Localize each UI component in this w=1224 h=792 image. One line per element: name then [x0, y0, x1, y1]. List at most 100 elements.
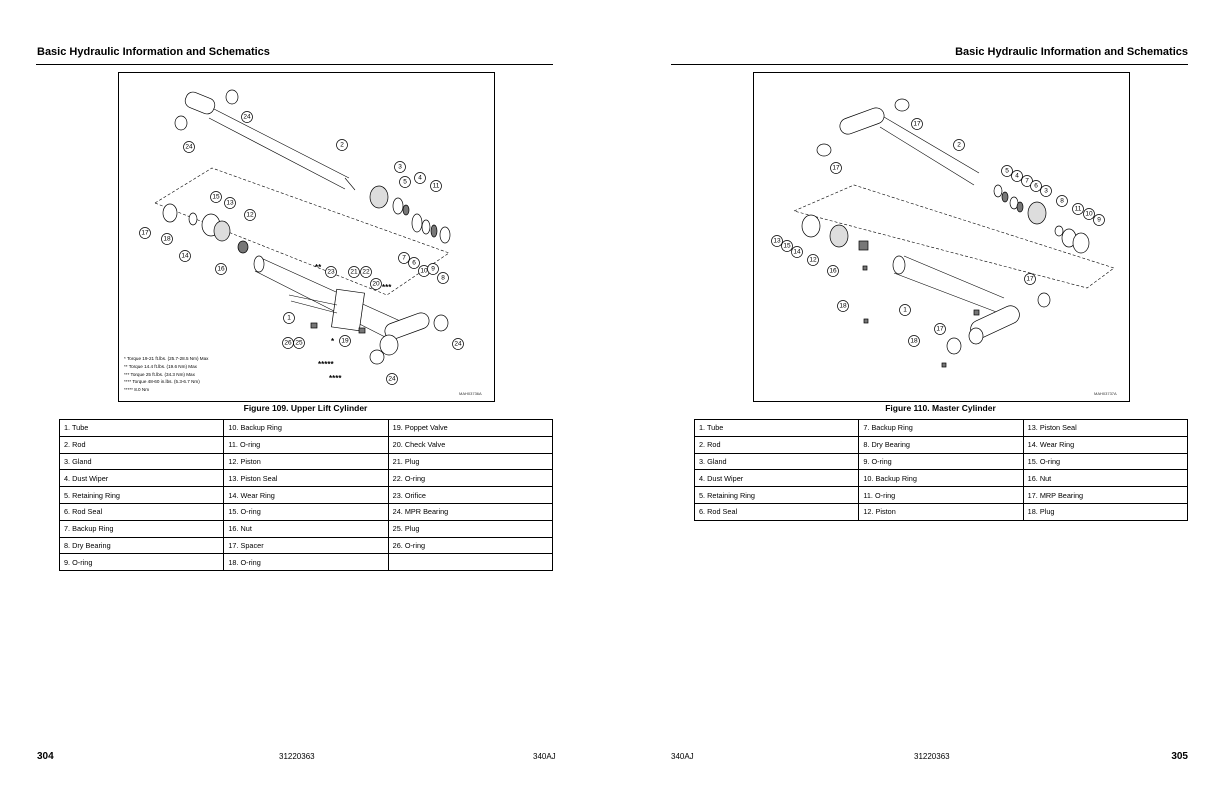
- callout: 22: [360, 266, 372, 278]
- torque-note: **** Torque 48-60 in.lbs. (5.3-6.7 Nm): [124, 379, 200, 385]
- svg-text:19: 19: [341, 338, 349, 345]
- table-cell: 8. Dry Bearing: [58, 536, 225, 555]
- svg-text:8: 8: [441, 275, 445, 282]
- svg-text:5: 5: [1005, 168, 1009, 175]
- table-cell: 10. Backup Ring: [858, 469, 1024, 488]
- table-cell: 17. MRP Bearing: [1022, 486, 1189, 504]
- master-cylinder-diagram: 17 17 2 5 4 7 6 3 8 11 10 9 13 15 14 12 …: [771, 98, 1115, 368]
- torque-marker: **: [315, 263, 322, 272]
- svg-text:2: 2: [340, 142, 344, 149]
- svg-text:10: 10: [420, 268, 428, 275]
- svg-text:13: 13: [226, 200, 234, 207]
- callout: 3: [394, 161, 406, 173]
- figure-caption: Figure 110. Master Cylinder: [885, 403, 996, 413]
- table-cell: 15. O-ring: [223, 502, 389, 521]
- svg-text:9: 9: [431, 266, 435, 273]
- table-cell: 3. Gland: [693, 452, 860, 471]
- callout: 6: [1030, 180, 1042, 192]
- callout: 8: [1056, 195, 1068, 207]
- callout: 11: [1072, 203, 1084, 215]
- table-cell: 7. Backup Ring: [858, 419, 1024, 437]
- table-cell: 16. Nut: [1022, 469, 1189, 488]
- torque-marker: ****: [329, 374, 342, 383]
- table-cell: 6. Rod Seal: [58, 502, 225, 521]
- callout: 20: [370, 278, 382, 290]
- callout: 7: [398, 252, 410, 264]
- table-cell: 16. Nut: [223, 519, 389, 538]
- callout: 2: [336, 139, 348, 151]
- callout: 24: [183, 141, 195, 153]
- svg-text:22: 22: [362, 269, 370, 276]
- callout: 6: [408, 257, 420, 269]
- callout: 12: [807, 254, 819, 266]
- table-cell: 19. Poppet Valve: [387, 419, 554, 437]
- table-cell: 3. Gland: [58, 452, 225, 471]
- callout: 8: [437, 272, 449, 284]
- table-cell: 15. O-ring: [1022, 452, 1189, 471]
- svg-text:4: 4: [418, 175, 422, 182]
- table-cell: 25. Plug: [387, 519, 554, 538]
- table-cell: 5. Retaining Ring: [693, 486, 860, 504]
- callout: 13: [771, 235, 783, 247]
- document-number: 31220363: [914, 752, 950, 761]
- callout: 24: [452, 338, 464, 350]
- svg-text:6: 6: [1034, 183, 1038, 190]
- table-cell: 26. O-ring: [387, 536, 554, 555]
- torque-marker: ***: [382, 283, 392, 292]
- svg-text:15: 15: [212, 194, 220, 201]
- table-cell: 2. Rod: [58, 435, 225, 454]
- table-cell: 4. Dust Wiper: [693, 469, 860, 488]
- callout: 5: [1001, 165, 1013, 177]
- figure-caption: Figure 109. Upper Lift Cylinder: [243, 403, 368, 413]
- table-cell: 13. Piston Seal: [223, 469, 389, 488]
- page-header-title: Basic Hydraulic Information and Schemati…: [955, 46, 1188, 58]
- svg-text:17: 17: [832, 165, 840, 172]
- header-rule: [671, 64, 1188, 65]
- callout: 11: [430, 180, 442, 192]
- svg-text:9: 9: [1097, 217, 1101, 224]
- table-cell: 12. Piston: [858, 502, 1024, 521]
- callout: 26: [282, 337, 294, 349]
- page-number: 305: [1171, 751, 1188, 762]
- callout: 19: [339, 335, 351, 347]
- callout: 16: [215, 263, 227, 275]
- svg-text:18: 18: [910, 338, 918, 345]
- torque-note: *** Torque 25 ft.lbs. (34.3 Nm) Max: [124, 371, 195, 377]
- callout: 24: [386, 373, 398, 385]
- callout: 16: [827, 265, 839, 277]
- svg-text:25: 25: [295, 340, 303, 347]
- callout: 18: [837, 300, 849, 312]
- callout: 7: [1021, 175, 1033, 187]
- figure-code: MAH03736A: [459, 391, 482, 396]
- svg-text:15: 15: [783, 243, 791, 250]
- svg-text:24: 24: [388, 376, 396, 383]
- table-cell: 9. O-ring: [858, 452, 1024, 471]
- svg-text:18: 18: [163, 236, 171, 243]
- svg-text:3: 3: [1044, 188, 1048, 195]
- svg-text:12: 12: [809, 257, 817, 264]
- model-name: 340AJ: [671, 752, 694, 761]
- callout: 1: [283, 312, 295, 324]
- callout: 21: [348, 266, 360, 278]
- callout: 17: [830, 162, 842, 174]
- svg-text:12: 12: [246, 212, 254, 219]
- svg-text:20: 20: [372, 281, 380, 288]
- header-rule: [36, 64, 553, 65]
- torque-notes: * Torque 19-21 ft.lbs. (25.7-28.5 Nm) Ma…: [124, 355, 208, 394]
- svg-text:1: 1: [287, 315, 291, 322]
- callout: 18: [908, 335, 920, 347]
- model-name: 340AJ: [533, 752, 556, 761]
- svg-text:17: 17: [1026, 276, 1034, 283]
- callout: 23: [325, 266, 337, 278]
- svg-text:16: 16: [829, 268, 837, 275]
- callout: 18: [161, 233, 173, 245]
- table-cell: 24. MPR Bearing: [387, 502, 554, 521]
- table-cell: 14. Wear Ring: [223, 486, 389, 504]
